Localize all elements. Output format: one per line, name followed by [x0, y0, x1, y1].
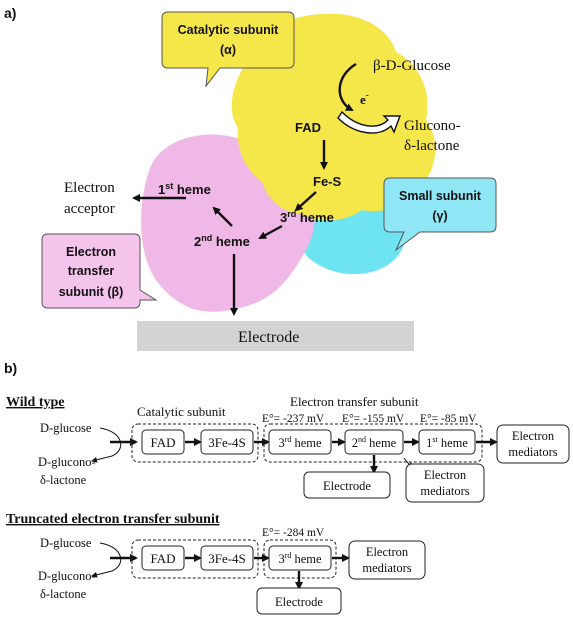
truncated-dglucono-label-line2: δ-lactone	[40, 587, 87, 601]
heme3-to-heme2-arrow	[258, 224, 283, 240]
panel-a-label: a)	[4, 5, 16, 21]
glucose-curved-arrow	[338, 62, 357, 112]
wild-mediators-line2: mediators	[508, 445, 557, 459]
truncated-electrode-box	[256, 587, 342, 615]
truncated-heme3-box	[268, 545, 332, 571]
wild-transfer-dashed-box	[263, 423, 483, 463]
wild-dglucono-label-line1: D-glucono-	[38, 455, 96, 469]
truncated-title: Truncated electron transfer subunit	[6, 512, 220, 527]
glucose-label: β-D-Glucose	[373, 58, 451, 74]
panel-b-label: b)	[4, 360, 17, 376]
wild-mediators2-line1: Electron	[424, 468, 467, 482]
truncated-fes-label: 3Fe-4S	[208, 551, 246, 566]
truncated-substrate-curve	[91, 542, 122, 578]
electrode-bar	[137, 321, 414, 351]
truncated-dglucose-label: D-glucose	[40, 536, 92, 550]
truncated-mediators-line2: mediators	[362, 561, 411, 575]
truncated-heme3-label: 3rd heme	[278, 551, 322, 566]
catalytic-callout-line2: (α)	[220, 43, 236, 57]
transfer-callout-line3: subunit (β)	[59, 285, 124, 299]
catalytic-callout-line1: Catalytic subunit	[178, 23, 280, 37]
wild-dglucose-label: D-glucose	[40, 421, 92, 435]
wild-heme2-box	[344, 429, 404, 455]
wild-dglucono-label-line2: δ-lactone	[40, 473, 87, 487]
wild-electrode-label: Electrode	[323, 479, 371, 493]
fes-to-heme3-arrow	[294, 191, 317, 212]
wild-type-title: Wild type	[6, 395, 64, 410]
wild-catalytic-label: Catalytic subunit	[137, 404, 226, 419]
wild-heme2-label: 2nd heme	[352, 435, 397, 450]
wild-fes-label: 3Fe-4S	[208, 435, 246, 450]
wild-potential-1: E°= -237 mV	[262, 413, 325, 425]
catalytic-callout	[161, 11, 295, 88]
truncated-mediators-box	[348, 540, 426, 580]
wild-heme1-box	[418, 429, 476, 455]
wild-fad-label: FAD	[150, 435, 175, 450]
truncated-fes-box	[200, 545, 254, 571]
wild-substrate-curve	[91, 427, 122, 463]
wild-mediators-box	[496, 424, 570, 464]
gluconolactone-label-line1: Glucono-	[404, 118, 461, 134]
heme3-label: 3rd heme	[280, 209, 334, 225]
wild-mediators2-line2: mediators	[420, 484, 469, 498]
wild-potential-2: E°= -155 mV	[342, 413, 405, 425]
transfer-callout-line2: transfer	[68, 264, 115, 278]
wild-mediators-line1: Electron	[512, 429, 555, 443]
wild-transfer-label: Electron transfer subunit	[290, 394, 419, 409]
gluconolactone-curved-arrow	[337, 110, 402, 134]
heme2-label: 2nd heme	[194, 233, 250, 249]
fad-label: FAD	[295, 120, 321, 135]
truncated-potential: E°= -284 mV	[262, 527, 325, 539]
wild-fad-box	[141, 429, 185, 455]
heme1-label: 1st heme	[158, 181, 211, 197]
wild-heme3-box	[268, 429, 332, 455]
small-callout-line1: Small subunit	[399, 189, 482, 203]
heme2-to-heme1-arrow	[212, 206, 233, 227]
wild-potential-3: E°= -85 mV	[420, 413, 477, 425]
truncated-dglucono-label-line1: D-glucono-	[38, 569, 96, 583]
wild-heme1-label: 1st heme	[426, 435, 468, 450]
electrode-label: Electrode	[238, 329, 299, 346]
wild-electrode-box	[303, 471, 391, 499]
transfer-callout	[41, 233, 158, 309]
small-callout	[383, 177, 497, 252]
truncated-electrode-label: Electrode	[275, 595, 323, 609]
truncated-mediators-line1: Electron	[366, 545, 409, 559]
truncated-fad-label: FAD	[150, 551, 175, 566]
truncated-fad-box	[141, 545, 185, 571]
fes-label: Fe-S	[313, 174, 342, 189]
electron-label: e-	[360, 90, 369, 107]
wild-fes-box	[200, 429, 254, 455]
acceptor-label-line2: acceptor	[64, 201, 115, 217]
acceptor-label-line1: Electron	[64, 180, 115, 196]
wild-heme3-label: 3rd heme	[278, 435, 322, 450]
small-callout-line2: (γ)	[432, 209, 447, 223]
wild-mediators2-box	[405, 463, 485, 503]
transfer-callout-line1: Electron	[66, 245, 116, 259]
gluconolactone-label-line2: δ-lactone	[404, 138, 460, 154]
